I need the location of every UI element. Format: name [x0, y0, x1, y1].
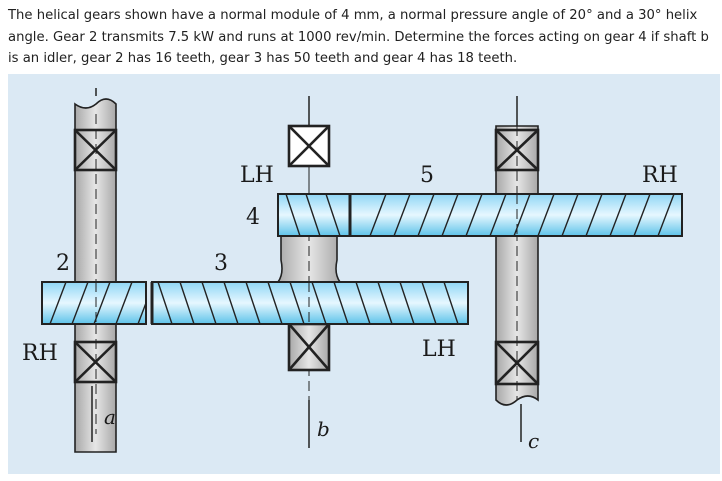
bearing-a-top: [73, 128, 118, 172]
shaft-a: [74, 88, 117, 453]
label-shaft-a: a: [104, 405, 116, 429]
gear-train-figure: 2 3 4 5 RH LH RH LH a b c: [8, 74, 720, 474]
bearing-b-top: [287, 124, 331, 168]
gear-2: [41, 281, 147, 325]
bearing-c-bottom: [494, 340, 540, 386]
shaft-c: [495, 96, 539, 442]
label-gear-4: 4: [246, 205, 260, 230]
label-hand-gear-5: RH: [642, 163, 678, 188]
label-hand-gear-3: LH: [422, 337, 456, 362]
label-gear-5: 5: [420, 163, 434, 188]
bearing-b-bottom: [287, 322, 331, 372]
gear-4: [277, 193, 352, 237]
problem-statement: The helical gears shown have a normal mo…: [8, 8, 709, 66]
label-hand-gear-4: LH: [240, 163, 274, 188]
label-hand-gear-2: RH: [22, 341, 58, 366]
bearing-c-top: [494, 128, 540, 172]
gear-train-diagram: 2 3 4 5 RH LH RH LH a b c: [22, 88, 683, 453]
gear-3: [150, 281, 469, 325]
label-shaft-b: b: [317, 417, 330, 441]
label-gear-3: 3: [214, 251, 228, 276]
bearing-a-bottom: [73, 340, 118, 384]
gear-5: [349, 193, 683, 237]
label-shaft-c: c: [528, 429, 539, 453]
label-gear-2: 2: [56, 251, 70, 276]
